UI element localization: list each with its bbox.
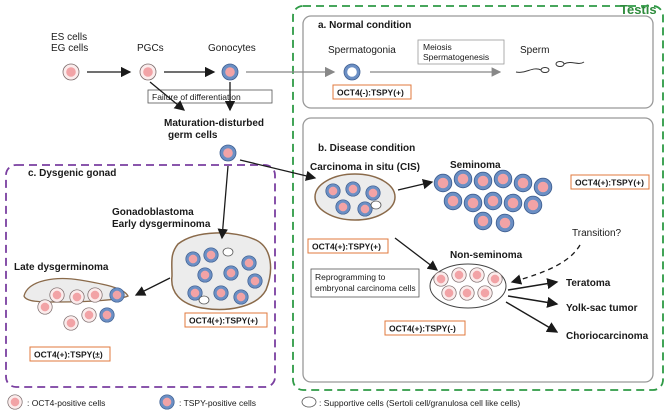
es-cell <box>62 63 80 81</box>
transition-label: Transition? <box>572 228 622 239</box>
early-label: Early dysgerminoma <box>112 219 211 230</box>
seminoma-label: Seminoma <box>450 160 501 171</box>
normal-marker: OCT4(-):TSPY(+) <box>337 88 404 98</box>
late-label: Late dysgerminoma <box>14 262 109 273</box>
maturation-to-cis-arrow <box>239 159 317 181</box>
normal-marker-box <box>332 84 412 100</box>
pgc-failure-arrow <box>149 81 186 111</box>
seminoma-marker-box <box>570 174 650 190</box>
late-marker: OCT4(+):TSPY(±) <box>34 350 103 360</box>
nonseminoma-label: Non-seminoma <box>450 250 523 261</box>
sperm-icon <box>515 61 585 73</box>
failure-box <box>147 89 273 104</box>
disease-condition-box <box>302 117 654 383</box>
gonadoblastoma-marker-box <box>184 312 268 328</box>
legend-supportive-icon <box>301 396 317 408</box>
nonseminoma-marker: OCT4(+):TSPY(-) <box>389 324 456 334</box>
gonadoblastoma-marker: OCT4(+):TSPY(+) <box>189 316 258 326</box>
maturation-label-1: Maturation-disturbed <box>164 118 264 129</box>
cis-to-seminoma-arrow <box>397 179 434 191</box>
es-cells-label: ES cells <box>51 32 87 43</box>
meiosis-box <box>417 39 505 65</box>
teratoma-label: Teratoma <box>566 278 611 289</box>
chorio-arrow <box>505 301 559 333</box>
dysgenic-title: c. Dysgenic gonad <box>28 168 116 179</box>
sperm-label: Sperm <box>520 45 549 56</box>
gonocyte-cell <box>221 63 239 81</box>
spermatogonia-cell <box>343 63 361 81</box>
cis-cells <box>325 181 382 217</box>
yolk-label: Yolk-sac tumor <box>566 303 638 314</box>
cis-to-nonseminoma-arrow <box>394 237 439 271</box>
legend-supportive-label: : Supportive cells (Sertoli cell/granulo… <box>319 398 520 408</box>
yolk-arrow <box>507 295 559 308</box>
maturation-label-2: germ cells <box>168 130 218 141</box>
late-marker-box <box>29 346 111 362</box>
cis-tubule <box>314 173 396 221</box>
seminoma-marker: OCT4(+):TSPY(+) <box>575 178 644 188</box>
legend-tspy-label: : TSPY-positive cells <box>179 398 256 408</box>
reprogramming-label-1: Reprogramming to <box>315 272 386 282</box>
testis-border <box>292 5 664 391</box>
nonseminoma-cluster <box>429 263 507 309</box>
reprogramming-box <box>310 268 420 298</box>
chorio-label: Choriocarcinoma <box>566 331 649 342</box>
eg-cells-label: EG cells <box>51 43 88 54</box>
legend-oct4-icon <box>7 394 23 410</box>
nonseminoma-marker-box <box>384 320 466 336</box>
cis-marker-box <box>307 238 389 254</box>
pgcs-label: PGCs <box>137 43 164 54</box>
pgc-cell <box>139 63 157 81</box>
legend-oct4-label: : OCT4-positive cells <box>27 398 105 408</box>
gonocytes-label: Gonocytes <box>208 43 256 54</box>
spermatogonia-label: Spermatogonia <box>328 45 396 56</box>
failure-label: Failure of differentiation <box>152 92 241 102</box>
gonadoblastoma-label: Gonadoblastoma <box>112 207 194 218</box>
cis-marker: OCT4(+):TSPY(+) <box>312 242 381 252</box>
teratoma-arrow <box>507 278 559 291</box>
maturation-cell <box>219 144 237 162</box>
meiosis-label: Meiosis <box>423 42 452 52</box>
testis-title: Testis <box>620 2 657 17</box>
disease-title: b. Disease condition <box>318 143 415 154</box>
reprogramming-label-2: embryonal carcinoma cells <box>315 283 416 293</box>
gonadoblastoma-cells <box>185 247 263 305</box>
dysgenic-border <box>5 164 276 388</box>
spermatogenesis-label: Spermatogenesis <box>423 52 489 62</box>
normal-title: a. Normal condition <box>318 20 411 31</box>
maturation-to-gb-arrow <box>217 165 229 240</box>
normal-condition-box <box>302 15 654 109</box>
legend-tspy-icon <box>159 394 175 410</box>
seminoma-cluster <box>433 169 553 233</box>
cis-label: Carcinoma in situ (CIS) <box>310 162 420 173</box>
gb-to-late-arrow <box>134 277 171 296</box>
late-cells <box>37 287 125 331</box>
